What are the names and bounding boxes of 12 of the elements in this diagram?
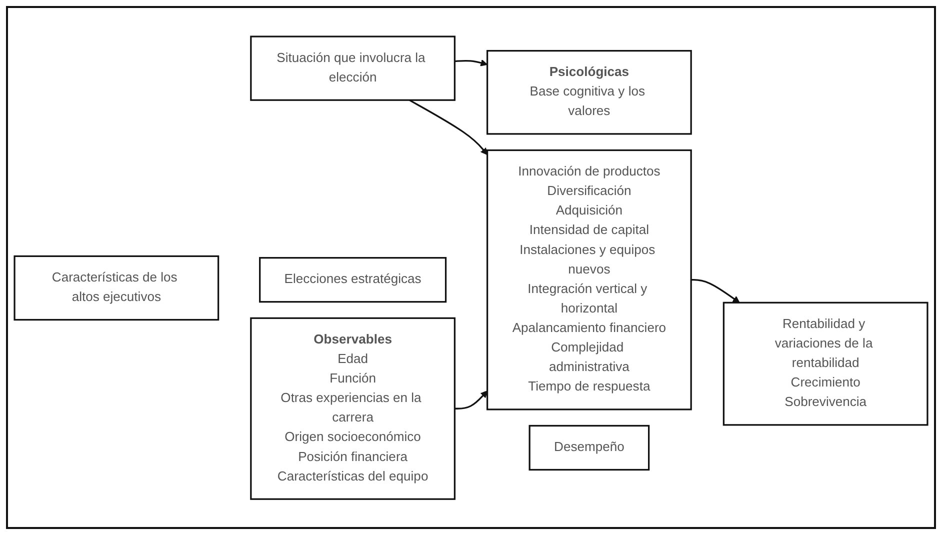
arrow	[691, 278, 740, 303]
node-box: Desempeño	[528, 424, 650, 470]
arrow	[408, 99, 488, 155]
node-box: Innovación de productos Diversificación Adquisición Intensidad de capital Instalaciones y equipos nuevos Integración vertical y horizontal Apalancamiento financiero Complejidad administrativa Tiempo de respuesta	[486, 149, 692, 410]
arrow	[454, 59, 488, 66]
node-box: Características de los altos ejecutivos	[14, 255, 220, 320]
node-box: Situación que involucra la elección	[250, 35, 456, 101]
node-box: Rentabilidad y variaciones de la rentabilidad Crecimiento Sobrevivencia	[722, 302, 928, 426]
node-box: Elecciones estratégicas	[259, 256, 447, 302]
arrow	[454, 390, 488, 410]
node-box: Observables Edad Función Otras experiencias en la carrera Origen socioeconómico Posición financiera Características del equipo	[250, 317, 456, 500]
node-box: Psicológicas Base cognitiva y los valores	[486, 50, 692, 134]
